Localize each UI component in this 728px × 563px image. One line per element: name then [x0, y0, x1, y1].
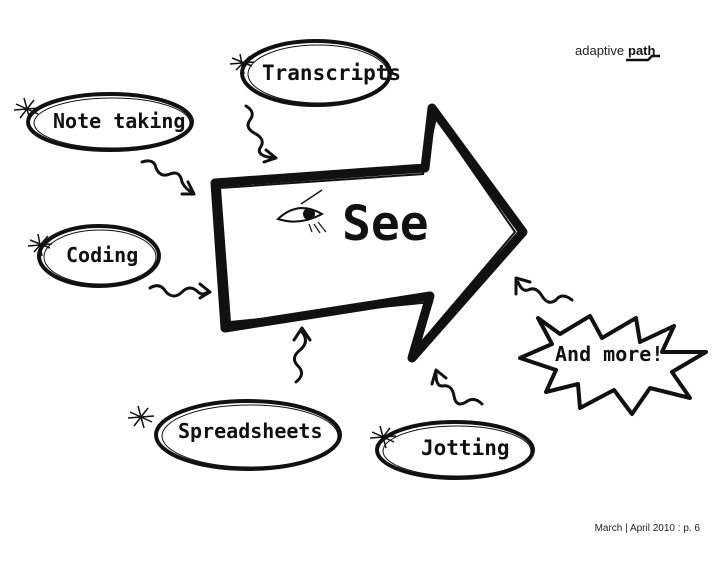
arrow-transcripts	[244, 104, 278, 164]
arrow-and-more	[514, 276, 574, 304]
spreadsheets-bubble: Spreadsheets	[127, 399, 342, 471]
logo-prefix: adaptive	[575, 43, 624, 58]
squiggle-arrows	[140, 104, 574, 406]
arrow-spreadsheets	[292, 326, 312, 384]
arrow-coding	[148, 282, 212, 300]
and-more-label: And more!	[555, 342, 663, 366]
logo-underline	[626, 54, 660, 62]
star-icon	[127, 405, 155, 429]
arrow-jotting	[430, 368, 484, 406]
note-taking-label: Note taking	[53, 109, 185, 133]
note-taking-bubble: Note taking	[13, 92, 194, 152]
and-more-burst: And more!	[518, 314, 708, 416]
adaptive-path-logo: adaptive path	[575, 43, 660, 62]
coding-bubble: Coding	[27, 224, 161, 288]
see-arrow	[210, 103, 528, 363]
star-icon	[369, 425, 397, 449]
transcripts-bubble: Transcripts	[229, 39, 401, 107]
coding-label: Coding	[66, 243, 138, 267]
eye-icon	[276, 189, 327, 234]
jotting-label: Jotting	[421, 436, 510, 460]
page-footer: March | April 2010 : p. 6	[594, 523, 700, 534]
star-icon	[27, 233, 53, 257]
arrow-note-taking	[140, 159, 196, 196]
star-icon	[229, 53, 255, 75]
logo-suffix: path	[628, 43, 656, 58]
jotting-bubble: Jotting	[369, 420, 535, 480]
see-label: See	[342, 196, 429, 252]
star-icon	[13, 97, 41, 121]
transcripts-label: Transcripts	[262, 61, 401, 85]
spreadsheets-label: Spreadsheets	[178, 419, 323, 443]
